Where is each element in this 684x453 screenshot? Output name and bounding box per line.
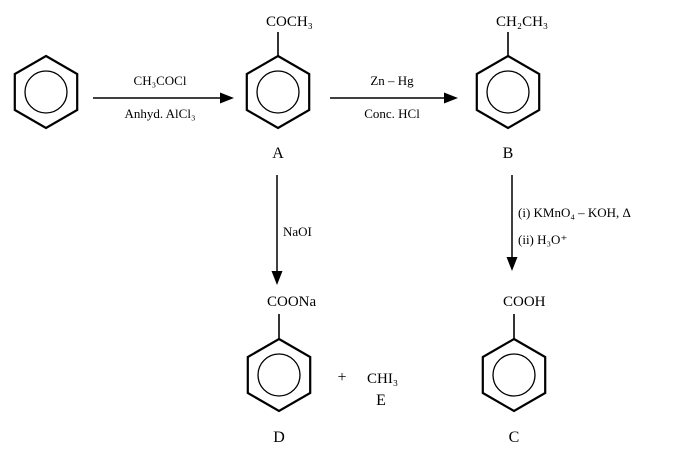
compound-a-label: A	[272, 145, 284, 162]
reagent-acylating-agent: CH₃COCl	[134, 73, 187, 88]
arrow-clemmensen	[330, 92, 458, 104]
compound-a-group: COCH₃	[266, 14, 313, 30]
byproduct-label: E	[376, 392, 386, 409]
compound-b-group: CH₂CH₃	[496, 14, 548, 30]
compound-c-label: C	[509, 429, 520, 446]
reagent-kmno4-koh: (i) KMnO₄ – KOH, Δ	[518, 205, 631, 220]
arrow-acylation	[93, 92, 234, 104]
compound-d-ring	[246, 337, 312, 413]
compound-c-group: COOH	[503, 294, 546, 310]
arrow-haloform	[271, 175, 283, 285]
arrow-oxidation	[506, 175, 518, 271]
reagent-naoi: NaOI	[283, 224, 312, 239]
byproduct-formula: CHI₃	[367, 371, 398, 387]
compound-b-ring	[475, 54, 541, 130]
compound-d-label: D	[273, 429, 285, 446]
reagent-conc-hcl: Conc. HCl	[364, 106, 420, 121]
benzene-ring	[13, 54, 79, 130]
reagent-zinc-amalgam: Zn – Hg	[370, 73, 414, 88]
compound-a-ring	[245, 54, 311, 130]
plus-sign: +	[337, 369, 346, 386]
compound-d-group: COONa	[267, 294, 317, 310]
compound-b-label: B	[503, 145, 514, 162]
reagent-catalyst: Anhyd. AlCl₃	[125, 106, 196, 121]
compound-c-ring	[481, 337, 547, 413]
reagent-acid-workup: (ii) H₃O⁺	[518, 232, 567, 247]
